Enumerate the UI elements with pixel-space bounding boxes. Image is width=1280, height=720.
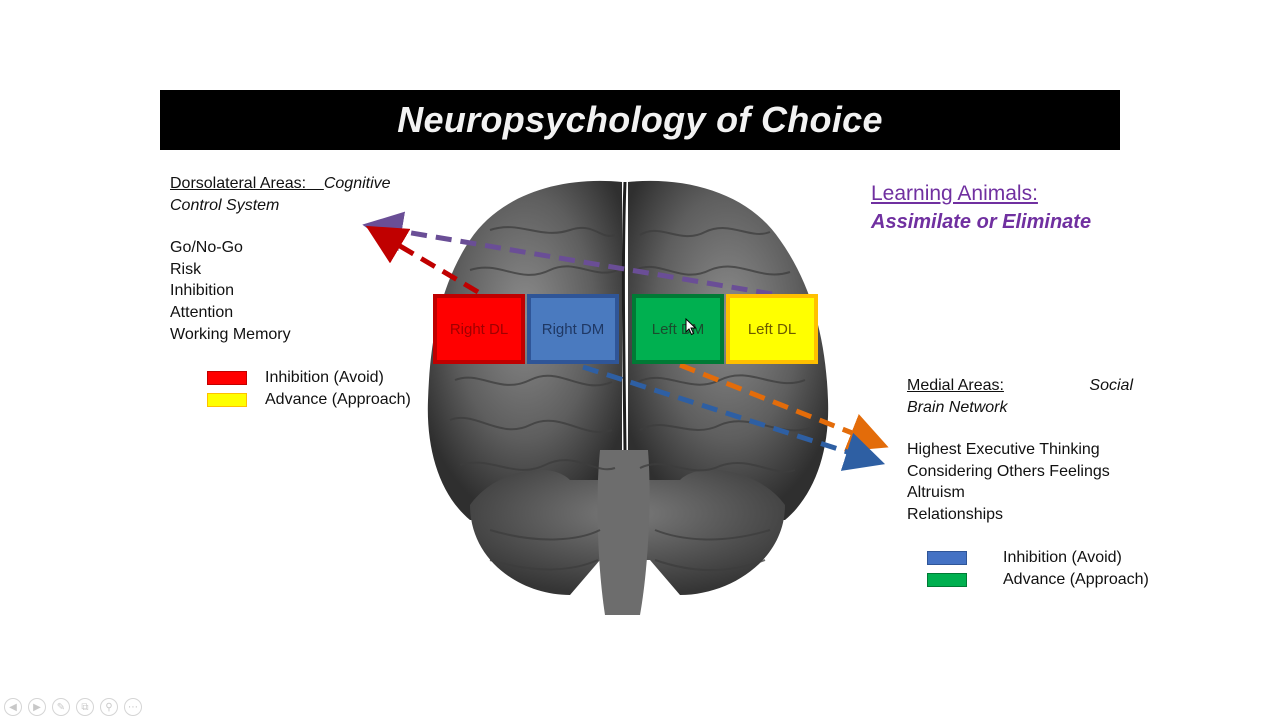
zoom-icon[interactable]: ⚲ bbox=[100, 698, 118, 716]
list-item: Highest Executive Thinking bbox=[907, 441, 1100, 459]
list-item: Altruism bbox=[907, 484, 965, 502]
legend-swatch-red bbox=[207, 371, 247, 385]
medial-heading-italic: Social bbox=[1089, 377, 1133, 394]
medial-heading: Medial Areas: Social bbox=[907, 375, 1133, 397]
region-label: Left DL bbox=[747, 320, 797, 338]
learning-animals: Learning Animals: Assimilate or Eliminat… bbox=[871, 180, 1091, 236]
medial-subheading: Brain Network bbox=[907, 398, 1008, 416]
mouse-pointer-icon bbox=[685, 318, 697, 336]
red-dashed-arrow bbox=[365, 225, 480, 295]
list-item: Working Memory bbox=[170, 325, 291, 343]
dorsolateral-subheading: Control System bbox=[170, 196, 280, 214]
slideshow-toolbar: ◀ ▶ ✎ ⧉ ⚲ ⋯ bbox=[4, 698, 142, 716]
list-item: Relationships bbox=[907, 505, 1004, 523]
legend-row: Advance (Approach) bbox=[207, 389, 411, 411]
dorsolateral-list: Go/No-Go Risk Inhibition Attention Worki… bbox=[170, 237, 450, 345]
purple-dashed-arrow bbox=[362, 211, 773, 297]
copy-icon[interactable]: ⧉ bbox=[76, 698, 94, 716]
legend-row: Advance (Approach) bbox=[927, 569, 1149, 591]
region-right-dl: Right DL bbox=[433, 294, 525, 364]
legend-swatch-green bbox=[927, 573, 967, 587]
list-item: Inhibition bbox=[170, 282, 235, 300]
legend-swatch-yellow bbox=[207, 393, 247, 407]
more-icon[interactable]: ⋯ bbox=[124, 698, 142, 716]
pen-icon[interactable]: ✎ bbox=[52, 698, 70, 716]
legend-label: Advance (Approach) bbox=[1003, 571, 1149, 588]
learning-subheading: Assimilate or Eliminate bbox=[871, 211, 1092, 233]
medial-list: Highest Executive Thinking Considering O… bbox=[907, 439, 1167, 525]
region-label: Right DM bbox=[541, 320, 605, 338]
dorsolateral-panel: Dorsolateral Areas: Cognitive Control Sy… bbox=[170, 173, 450, 345]
slide-title-bar: Neuropsychology of Choice bbox=[160, 90, 1120, 150]
legend-label: Advance (Approach) bbox=[265, 391, 411, 408]
dorsolateral-legend: Inhibition (Avoid) Advance (Approach) bbox=[207, 367, 411, 411]
dorsolateral-heading-label: Dorsolateral Areas: bbox=[170, 175, 307, 192]
medial-heading-label: Medial Areas: bbox=[907, 377, 1004, 394]
brainstem bbox=[597, 450, 650, 615]
legend-label: Inhibition (Avoid) bbox=[1003, 549, 1122, 566]
list-item: Attention bbox=[170, 303, 234, 321]
legend-label: Inhibition (Avoid) bbox=[265, 369, 384, 386]
list-item: Risk bbox=[170, 260, 202, 278]
dorsolateral-heading: Dorsolateral Areas: Cognitive bbox=[170, 173, 450, 195]
prev-icon[interactable]: ◀ bbox=[4, 698, 22, 716]
region-left-dl: Left DL bbox=[726, 294, 818, 364]
list-item: Go/No-Go bbox=[170, 239, 243, 257]
medial-legend: Inhibition (Avoid) Advance (Approach) bbox=[927, 547, 1149, 591]
slide-title: Neuropsychology of Choice bbox=[397, 99, 883, 140]
region-label: Right DL bbox=[449, 320, 509, 338]
dorsolateral-heading-italic: Cognitive bbox=[323, 175, 391, 192]
region-left-dm: Left DM bbox=[632, 294, 724, 364]
legend-swatch-blue bbox=[927, 551, 967, 565]
orange-dashed-arrow bbox=[679, 362, 889, 452]
legend-row: Inhibition (Avoid) bbox=[927, 547, 1149, 569]
medial-panel: Medial Areas: Social Brain Network Highe… bbox=[907, 375, 1167, 526]
legend-row: Inhibition (Avoid) bbox=[207, 367, 411, 389]
play-icon[interactable]: ▶ bbox=[28, 698, 46, 716]
region-right-dm: Right DM bbox=[527, 294, 619, 364]
learning-heading: Learning Animals: bbox=[871, 182, 1038, 205]
list-item: Considering Others Feelings bbox=[907, 462, 1110, 480]
